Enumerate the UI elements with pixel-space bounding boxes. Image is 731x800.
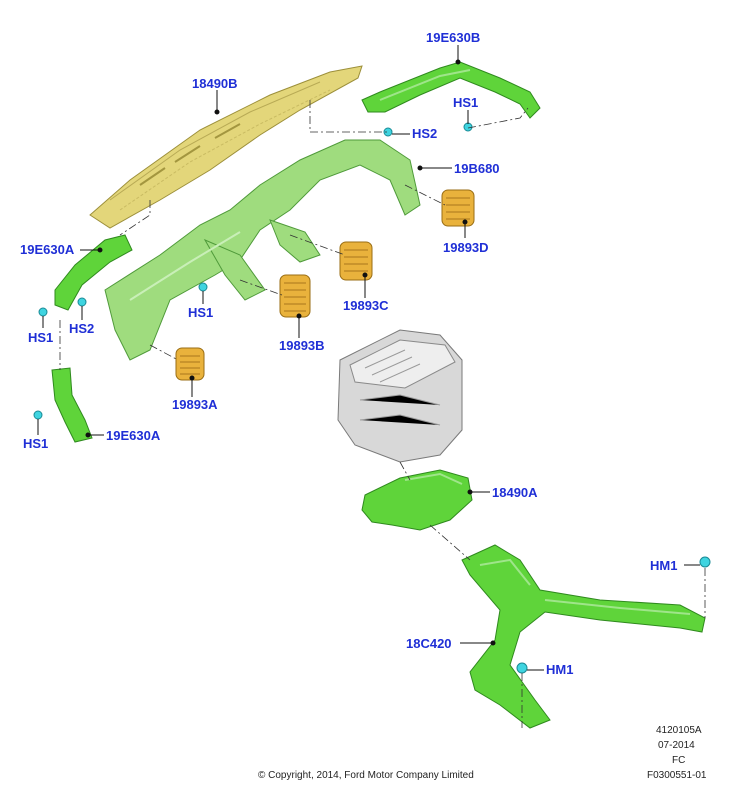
label-19893A: 19893A [172,397,218,412]
assembly-lines [59,100,706,728]
vent-19893D [441,189,475,227]
part-19E630B-duct [361,61,541,119]
label-18C420: 18C420 [406,636,452,651]
label-18490A: 18490A [492,485,538,500]
label-19E630B: 19E630B [426,30,481,45]
label-19893D: 19893D [443,240,489,255]
clip-HM1-right [699,556,711,568]
label-18490B: 18490B [192,76,238,91]
label-19E630A-bottom: 19E630A [106,428,161,443]
label-HM1-right: HM1 [650,558,678,573]
clip-HS1-mid [198,282,208,292]
clip-HS1-bottom [33,410,43,420]
clip-HS1-top [463,122,473,132]
heater-unit [337,329,463,463]
vent-19893C [339,241,373,281]
date: 07-2014 [658,740,695,751]
region-code: FC [672,755,686,766]
label-19893B: 19893B [279,338,325,353]
part-18490B-panel [89,65,363,229]
clip-HS1-left [38,307,48,317]
clip-HS2-left [77,297,87,307]
vent-19893A [175,347,205,381]
label-19E630A-top: 19E630A [20,242,75,257]
label-HS2-left: HS2 [69,321,95,336]
label-HS1-left: HS1 [28,330,54,345]
part-19E630A-upper-duct [54,234,133,311]
label-HS1-mid: HS1 [188,305,214,320]
ref-code: 4120105A [656,725,702,736]
part-19B680-duct [104,139,421,361]
label-HS1-bottom: HS1 [23,436,49,451]
clip-HS2-top [383,127,393,137]
copyright: © Copyright, 2014, Ford Motor Company Li… [258,770,474,781]
part-19E630A-lower-duct [51,367,93,443]
label-19893C: 19893C [343,298,389,313]
part-18C420-duct [461,544,706,729]
label-HS1-top: HS1 [453,95,479,110]
label-HM1-bottom: HM1 [546,662,574,677]
figure-id: F0300551-01 [647,770,707,781]
label-19B680: 19B680 [454,161,500,176]
leader-lines [37,45,700,671]
vent-19893B [279,274,311,318]
label-HS2-top: HS2 [412,126,438,141]
clip-HM1-bottom [516,662,528,674]
part-18490A-duct [361,469,473,531]
